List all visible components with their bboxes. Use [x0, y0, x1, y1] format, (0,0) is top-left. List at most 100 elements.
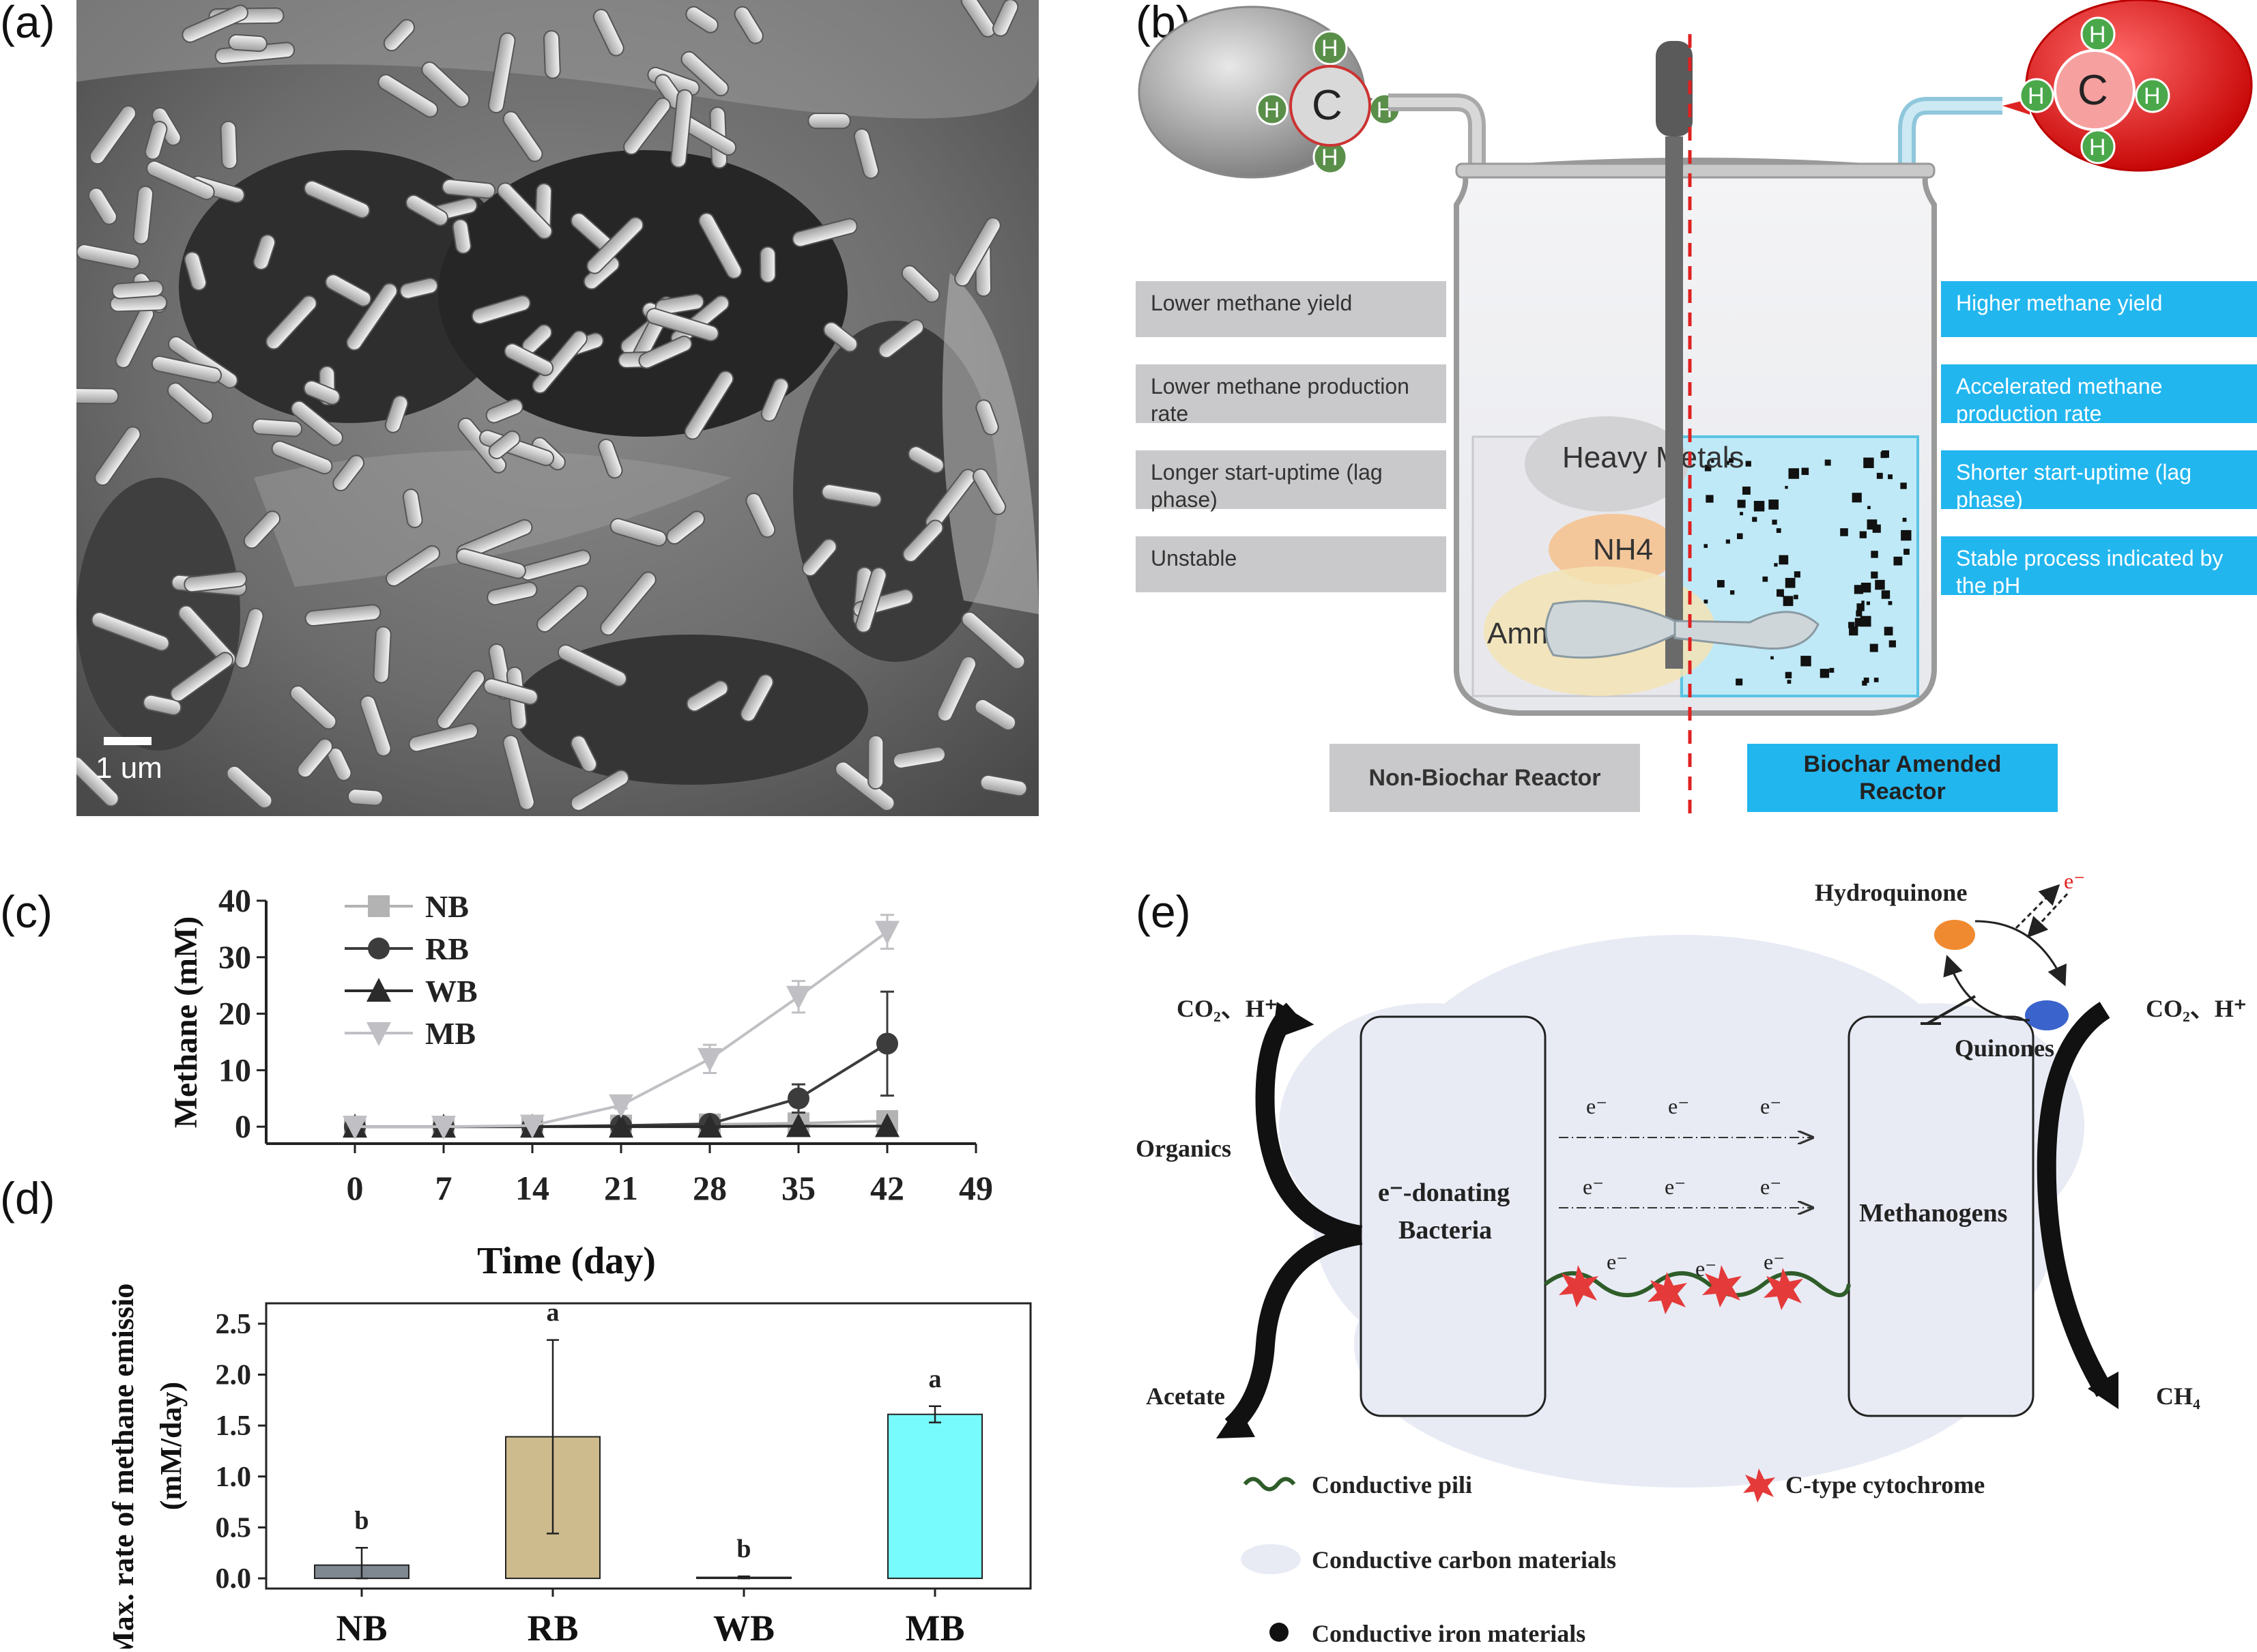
biochar-particle: [1903, 549, 1910, 555]
legend-cytochrome-icon: [1743, 1468, 1775, 1503]
stirrer-blade-right: [1673, 611, 1820, 650]
bacterium-cell: [111, 280, 164, 300]
bacterium-cell: [557, 644, 627, 687]
panel-label-a: (a): [0, 0, 55, 47]
bacterium-cell: [734, 5, 764, 44]
svg-text:H: H: [1321, 35, 1338, 61]
series-MB: [343, 914, 900, 1140]
bacterium-cell: [452, 218, 472, 255]
biochar-particle: [1884, 626, 1893, 636]
bacterium-cell: [878, 319, 925, 359]
scale-bar: [104, 737, 152, 745]
category-label: NB: [336, 1608, 387, 1649]
biochar-particle: [1880, 451, 1887, 459]
bacterium-cell: [502, 111, 543, 162]
biochar-particle: [1740, 512, 1744, 516]
plot-frame: [265, 1302, 1032, 1590]
category-label: WB: [713, 1608, 775, 1649]
significance-letter: b: [354, 1506, 369, 1535]
legend-iron: Conductive iron materials: [1312, 1620, 1585, 1647]
y-tick-label: 0: [235, 1109, 251, 1145]
svg-text:e⁻: e⁻: [1668, 1094, 1689, 1118]
biochar-particle: [1762, 576, 1768, 582]
bacterium-cell: [456, 548, 526, 579]
bacterium-cell: [908, 446, 945, 474]
biochar-particle: [1848, 622, 1855, 628]
bacterium-cell: [646, 308, 719, 342]
bacterium-cell: [853, 128, 880, 179]
y-tick-label: 2.5: [216, 1309, 252, 1340]
biochar-particle: [1888, 600, 1893, 605]
x-axis-title: Time (day): [477, 1240, 656, 1282]
bacterium-cell: [666, 510, 705, 545]
bacterium-cell: [377, 74, 439, 118]
bacterium-cell: [960, 0, 996, 38]
released-electron: e⁻: [2064, 869, 2085, 893]
y-tick-label: 0.0: [216, 1563, 252, 1595]
methane-balloon-red: H H H H C: [2002, 0, 2253, 172]
bacteria-cells: [61, 0, 1028, 811]
legend-label: NB: [425, 889, 469, 924]
bacterium-cell: [992, 0, 1019, 37]
bacterium-cell: [638, 335, 693, 369]
biochar-particle: [1873, 678, 1879, 682]
bar-MB: [887, 1413, 983, 1580]
data-point: [609, 1094, 633, 1118]
data-point: [368, 938, 390, 959]
bacterium-cell: [289, 685, 337, 730]
bacterium-cell: [497, 182, 553, 240]
data-point: [366, 1022, 391, 1046]
bacterium-cell: [144, 121, 168, 160]
label-unstable: Unstable: [1136, 536, 1446, 592]
bacterium-cell: [271, 440, 333, 475]
biochar-particle: [1770, 656, 1774, 660]
biochar-particle: [1856, 603, 1865, 611]
bacterium-cell: [405, 194, 449, 227]
biochar-particle: [1737, 499, 1746, 508]
bacterium-cell: [226, 765, 273, 809]
reactor-schematic-panel: H H H H C H H H H C: [1136, 0, 2257, 826]
label-stable-ph: Stable process indicated by the pH: [1941, 536, 2257, 598]
bacterium-cell: [975, 399, 999, 435]
biochar-particle: [1875, 579, 1885, 590]
x-tick-label: 42: [870, 1169, 904, 1207]
biochar-particle: [1785, 577, 1796, 588]
stirrer-shaft: [1665, 136, 1683, 669]
bacterium-cell: [543, 30, 561, 79]
svg-text:C: C: [2078, 67, 2108, 114]
right-co2-label: CO₂、H⁺: [2146, 995, 2247, 1022]
y-axis-title: Methane (mM): [168, 916, 204, 1129]
bacterium-cell: [570, 735, 598, 772]
bacterium-cell: [961, 611, 1026, 670]
biochar-particle: [1866, 601, 1871, 605]
bacterium-cell: [228, 33, 268, 53]
bacterium-cell: [488, 430, 521, 459]
hydroquinone-label: Hydroquinone: [1815, 879, 1967, 906]
biochar-particle: [1787, 680, 1792, 684]
svg-text:H: H: [2089, 134, 2106, 160]
bacterium-cell: [855, 566, 887, 633]
heavy-metals-cloud: [1525, 416, 1688, 512]
bacterium-cell: [623, 97, 671, 156]
legend-carbon-icon: [1241, 1544, 1301, 1574]
legend-carbon: Conductive carbon materials: [1312, 1546, 1616, 1574]
bacterium-cell: [177, 605, 236, 667]
y-axis-title-line2: (mM/day): [154, 1382, 188, 1510]
biochar-particle: [1901, 530, 1912, 541]
bacterium-cell: [87, 187, 117, 225]
svg-text:H: H: [2144, 83, 2161, 109]
sem-image-panel: 1 um: [61, 0, 1039, 816]
bacterium-cell: [680, 50, 729, 97]
bacterium-cell: [252, 418, 303, 437]
biochar-particle: [1888, 640, 1896, 648]
liquid-right-biochar: [1680, 435, 1919, 697]
bacterium-cell: [600, 571, 657, 636]
bacterium-cell: [740, 673, 774, 723]
bacterium-cell: [143, 694, 182, 716]
bacterium-cell: [807, 113, 851, 130]
bacterium-cell: [536, 585, 588, 633]
biochar-particle: [1725, 461, 1729, 465]
x-tick-label: 0: [347, 1169, 364, 1207]
x-tick-label: 49: [959, 1169, 993, 1207]
